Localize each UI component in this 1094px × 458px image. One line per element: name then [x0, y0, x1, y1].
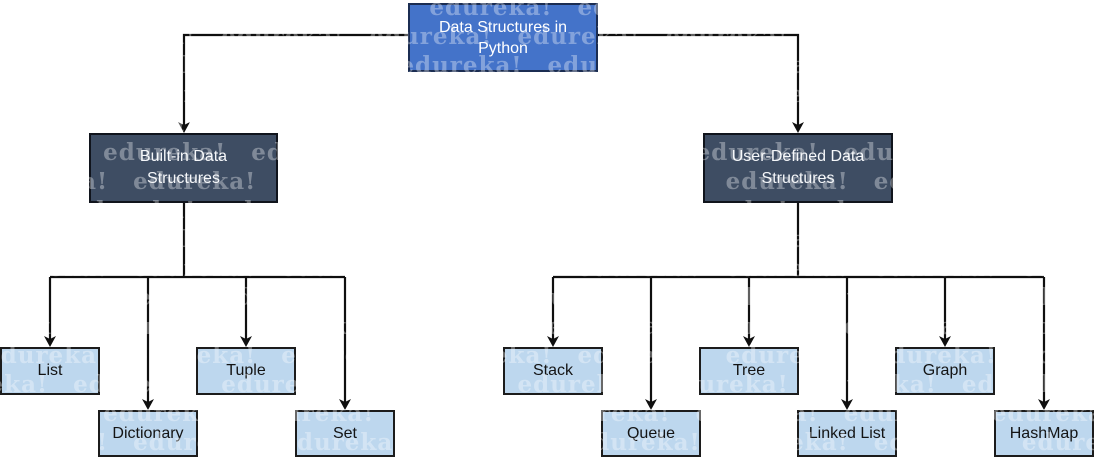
node-label: Dictionary — [112, 424, 184, 442]
node-graph: Graph — [895, 347, 995, 395]
node-built-in-data-structures: Built-in Data Structures — [89, 133, 278, 203]
node-label: Set — [332, 424, 357, 442]
node-tree: Tree — [699, 347, 799, 395]
node-data-structures-in-python: Data Structures in Python — [408, 3, 598, 72]
node-label: HashMap — [1009, 424, 1079, 442]
node-tuple: Tuple — [196, 347, 296, 395]
node-list: List — [0, 347, 100, 395]
node-label: Queue — [626, 424, 676, 442]
node-queue: Queue — [601, 410, 701, 457]
node-stack: Stack — [503, 347, 603, 395]
connector-paths — [48, 33, 1046, 404]
arrowheads — [44, 122, 1050, 410]
node-dictionary: Dictionary — [98, 410, 198, 457]
node-label: List — [37, 362, 63, 379]
node-label: Stack — [532, 362, 573, 379]
node-set: Set — [295, 410, 395, 457]
node-label: Built-in Data Structures — [139, 148, 228, 187]
node-hashmap: HashMap — [994, 410, 1094, 457]
node-linked-list: Linked List — [797, 410, 897, 457]
node-user-defined-data-structures: User-Defined Data Structures — [703, 133, 893, 203]
node-label: Tuple — [226, 362, 266, 379]
node-label: Linked List — [808, 424, 886, 442]
node-label: Data Structures in Python — [438, 18, 568, 57]
node-label: User-Defined Data Structures — [731, 148, 865, 187]
node-label: Graph — [922, 362, 968, 379]
node-label: Tree — [732, 362, 766, 379]
